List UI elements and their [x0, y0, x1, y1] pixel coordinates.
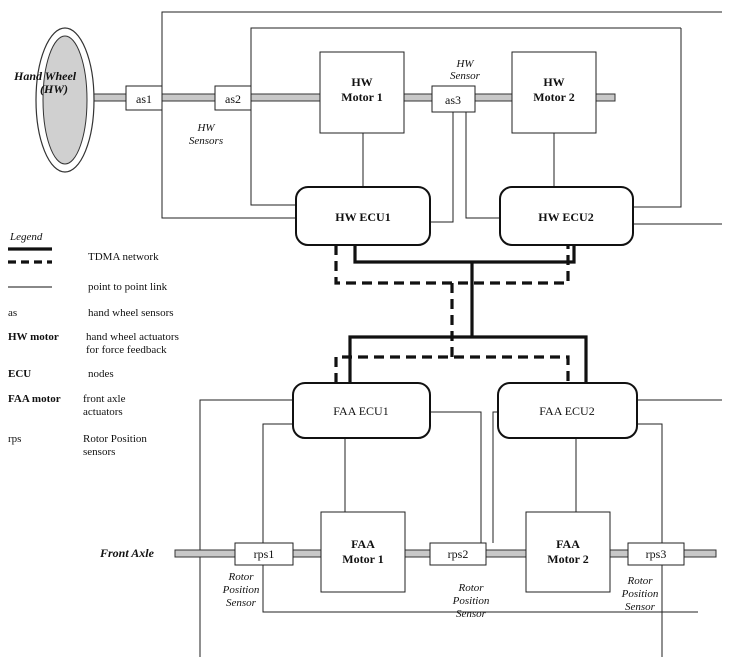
sensor-as1-label: as1	[136, 92, 152, 106]
legend-faamotor-desc-2: actuators	[83, 406, 123, 418]
hw-sensors-label-2: Sensors	[189, 135, 223, 147]
faa-motor-2-line1: FAA	[556, 537, 580, 551]
faa-motor-1-box	[320, 511, 406, 593]
legend-faamotor-key: FAA motor	[8, 393, 61, 405]
front-axle-label: Front Axle	[99, 546, 155, 560]
tdma-network-dashed	[334, 245, 570, 383]
rps2-caption-1: Rotor	[457, 582, 484, 594]
rps3-caption-1: Rotor	[626, 575, 653, 587]
rps1-caption-1: Rotor	[227, 571, 254, 583]
legend-hwmotor-desc-2: for force feedback	[86, 344, 167, 356]
rps2-label: rps2	[448, 547, 469, 561]
hw-sensor-label-1: HW	[455, 58, 474, 70]
hw-ecu2-label: HW ECU2	[538, 210, 593, 224]
faa-ecu1-label: FAA ECU1	[333, 404, 388, 418]
faa-ecu1-box	[292, 382, 431, 439]
rps2-box	[429, 542, 487, 566]
faa-ecu2-box	[497, 382, 638, 439]
hand-wheel-inner	[42, 35, 88, 165]
sensor-as2-label: as2	[225, 92, 241, 106]
legend-p2p-text: point to point link	[88, 281, 168, 293]
rps2-caption-2: Position	[452, 595, 490, 607]
legend-as-key: as	[8, 307, 17, 319]
hw-ecu1-label: HW ECU1	[335, 210, 390, 224]
faa-motor-2-box	[525, 511, 611, 593]
legend-rps-desc-2: sensors	[83, 446, 115, 458]
hw-motor-2-line1: HW	[543, 75, 564, 89]
hw-ecu1-box	[295, 186, 431, 246]
legend-rps-desc-1: Rotor Position	[83, 433, 147, 445]
hw-motor-1-box	[319, 51, 405, 134]
point-to-point-links	[161, 11, 722, 657]
legend: Legend TDMA network point to point link …	[8, 231, 179, 458]
rps1-caption-2: Position	[222, 584, 260, 596]
legend-rps-key: rps	[8, 433, 21, 445]
hw-sensors-label-1: HW	[196, 122, 215, 134]
hw-motor-2-line2: Motor 2	[533, 90, 574, 104]
sensor-as3-box	[431, 85, 476, 113]
legend-title: Legend	[9, 231, 43, 243]
hand-wheel-label: Hand Wheel	[13, 69, 77, 83]
rps3-label: rps3	[646, 547, 667, 561]
legend-ecu-key: ECU	[8, 368, 31, 380]
hw-motor-1-line1: HW	[351, 75, 372, 89]
legend-as-desc: hand wheel sensors	[88, 307, 174, 319]
rps2-caption-3: Sensor	[456, 608, 487, 620]
rps1-caption-3: Sensor	[226, 597, 257, 609]
rps1-label: rps1	[254, 547, 275, 561]
faa-motor-1-line2: Motor 1	[342, 552, 383, 566]
rps3-caption-3: Sensor	[625, 601, 656, 613]
rps3-box	[627, 542, 685, 566]
legend-faamotor-desc-1: front axle	[83, 393, 126, 405]
legend-ecu-desc: nodes	[88, 368, 114, 380]
rps3-caption-2: Position	[621, 588, 659, 600]
legend-tdma-text: TDMA network	[88, 251, 159, 263]
hw-motor-2-box	[511, 51, 597, 134]
legend-hwmotor-desc-1: hand wheel actuators	[86, 331, 179, 343]
sensor-as1-box	[125, 85, 163, 111]
sensor-as2-box	[214, 85, 252, 111]
faa-motor-1-line1: FAA	[351, 537, 375, 551]
rps1-box	[234, 542, 294, 566]
hw-sensor-label-2: Sensor	[450, 70, 481, 82]
hand-wheel-abbr: (HW)	[40, 82, 68, 96]
hw-motor-1-line2: Motor 1	[341, 90, 382, 104]
hw-ecu2-box	[499, 186, 634, 246]
tdma-network-solid	[348, 245, 588, 383]
faa-motor-2-line2: Motor 2	[547, 552, 588, 566]
faa-ecu2-label: FAA ECU2	[539, 404, 594, 418]
legend-hwmotor-key: HW motor	[8, 331, 59, 343]
sensor-as3-label: as3	[445, 93, 461, 107]
